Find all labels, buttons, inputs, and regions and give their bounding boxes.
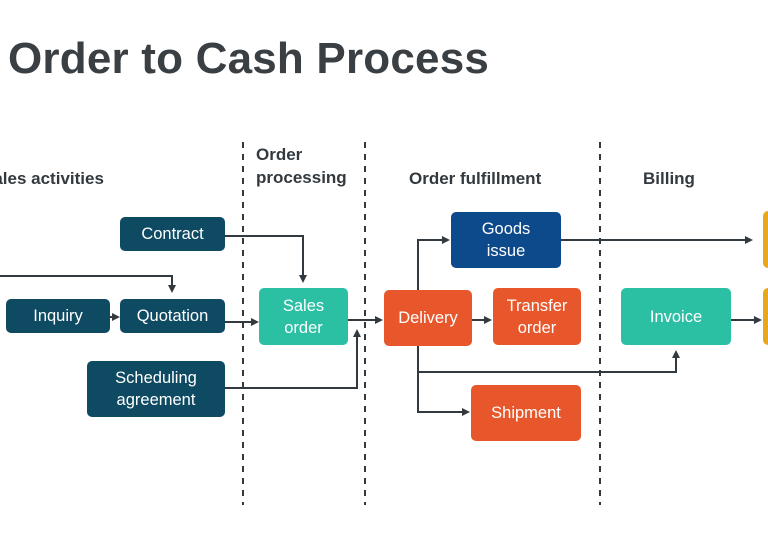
stage-label-billing: Billing — [643, 169, 695, 188]
connector — [418, 350, 680, 373]
stage-label-sales: Sales activities — [0, 169, 104, 188]
node-payment-partial-top — [763, 211, 768, 268]
node-scheduling-agreement: Scheduling agreement — [87, 361, 225, 417]
connector — [0, 275, 176, 293]
node-contract: Contract — [120, 217, 225, 251]
node-sales-order: Sales order — [259, 288, 348, 345]
page-title: Order to Cash Process — [8, 34, 490, 83]
node-inquiry: Inquiry — [6, 299, 110, 333]
stage-label-order-fulfillment: Order fulfillment — [409, 169, 542, 188]
node-goods-issue: Goods issue — [451, 212, 561, 268]
connector — [417, 346, 470, 416]
node-invoice: Invoice — [621, 288, 731, 345]
node-shipment: Shipment — [471, 385, 581, 441]
node-transfer-order: Transfer order — [493, 288, 581, 345]
connector — [417, 236, 450, 290]
node-delivery: Delivery — [384, 290, 472, 346]
connector — [225, 235, 307, 283]
stage-label-order-processing: Order processing — [256, 145, 347, 187]
node-payment-partial-bottom — [763, 288, 768, 345]
node-quotation: Quotation — [120, 299, 225, 333]
connector — [225, 329, 361, 389]
